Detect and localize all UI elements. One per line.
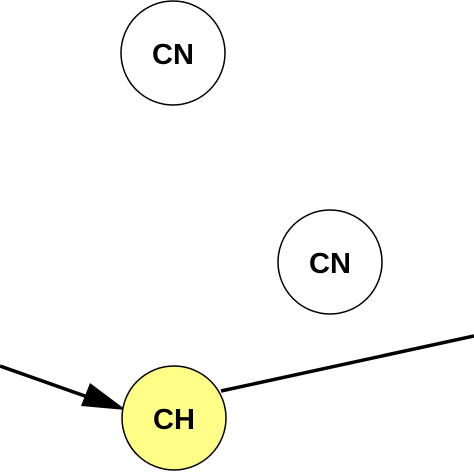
node-ch-bottom-circle: [121, 365, 227, 471]
edge-ch-to-right: [220, 334, 474, 393]
node-cn-mid[interactable]: CN: [277, 209, 383, 315]
node-ch-bottom[interactable]: CH: [121, 365, 227, 471]
node-cn-top-label: CN: [152, 39, 194, 71]
node-cn-mid-label: CN: [309, 248, 351, 280]
node-cn-mid-circle: [277, 209, 383, 315]
edge-incoming-to-ch: [0, 364, 126, 410]
node-cn-top-circle: [120, 0, 226, 106]
arrowhead-icon: [81, 383, 126, 410]
node-ch-bottom-label: CH: [153, 404, 195, 436]
node-cn-top[interactable]: CN: [120, 0, 226, 106]
